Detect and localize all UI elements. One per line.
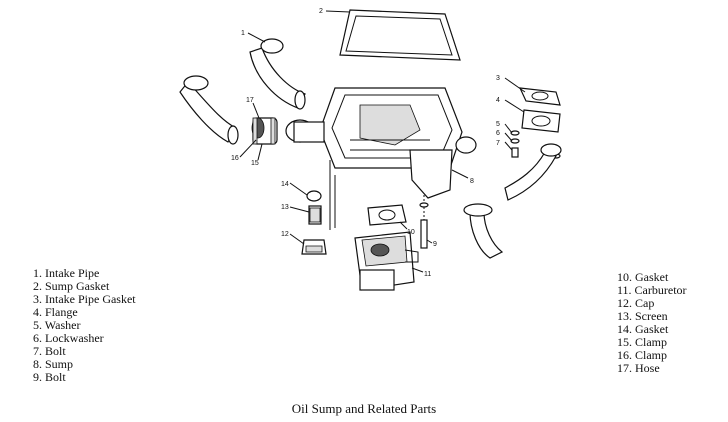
- callout-14: 14: [281, 181, 289, 188]
- callout-16: 16: [231, 155, 239, 162]
- callout-4: 4: [496, 97, 500, 104]
- legend-item: 9. Bolt: [33, 370, 66, 384]
- callout-9: 9: [433, 241, 437, 248]
- legend-item: 5. Washer: [33, 318, 81, 332]
- legend-item: 3. Intake Pipe Gasket: [33, 292, 136, 306]
- callout-12: 12: [281, 231, 289, 238]
- oil-filler-parts: [301, 190, 327, 255]
- figure-caption: Oil Sump and Related Parts: [291, 401, 437, 416]
- bolt-9: [419, 195, 429, 249]
- callout-1: 1: [241, 30, 245, 37]
- carburetor-gasket: [367, 204, 407, 226]
- callout-7: 7: [496, 140, 500, 147]
- oil-sump: [285, 87, 477, 199]
- legend-item: 6. Lockwasher: [33, 331, 104, 345]
- legend-item: 8. Sump: [33, 357, 74, 371]
- legend-item: 4. Flange: [33, 305, 78, 319]
- legend-item: 13. Screen: [617, 309, 668, 323]
- intake-flange: [519, 87, 561, 133]
- legend-item: 15. Clamp: [617, 335, 667, 349]
- carburetor: [354, 231, 419, 291]
- legend-item: 7. Bolt: [33, 344, 66, 358]
- legend-item: 12. Cap: [617, 296, 655, 310]
- legend-item: 14. Gasket: [617, 322, 669, 336]
- callout-2: 2: [319, 8, 323, 15]
- intake-pipe-left: [179, 75, 239, 145]
- callout-3: 3: [496, 75, 500, 82]
- callout-10: 10: [407, 229, 415, 236]
- callout-13: 13: [281, 204, 289, 211]
- intake-pipe-1: [249, 38, 306, 110]
- legend-item: 2. Sump Gasket: [33, 279, 110, 293]
- parts-legend-right: 10. Gasket 11. Carburetor 12. Cap 13. Sc…: [617, 271, 687, 375]
- callout-5: 5: [496, 121, 500, 128]
- legend-item: 10. Gasket: [617, 270, 669, 284]
- callout-8: 8: [470, 178, 474, 185]
- legend-item: 16. Clamp: [617, 348, 667, 362]
- parts-legend-left: 1. Intake Pipe 2. Sump Gasket 3. Intake …: [33, 267, 136, 384]
- callout-15: 15: [251, 160, 259, 167]
- intake-pipe-lower: [463, 203, 504, 259]
- callout-6: 6: [496, 130, 500, 137]
- legend-item: 1. Intake Pipe: [33, 266, 100, 280]
- callout-11: 11: [424, 271, 431, 278]
- callout-labels: 1 2 3 4 5 6 7 8 9 10 11 12 13 14 15 16 1…: [231, 8, 500, 278]
- callout-17: 17: [246, 97, 254, 104]
- leader-lines: [239, 10, 526, 273]
- legend-item: 17. Hose: [617, 361, 660, 375]
- intake-pipe-right: [504, 143, 562, 201]
- hose-with-clamps: [251, 117, 278, 145]
- legend-item: 11. Carburetor: [617, 283, 687, 297]
- sump-gasket: [339, 9, 461, 61]
